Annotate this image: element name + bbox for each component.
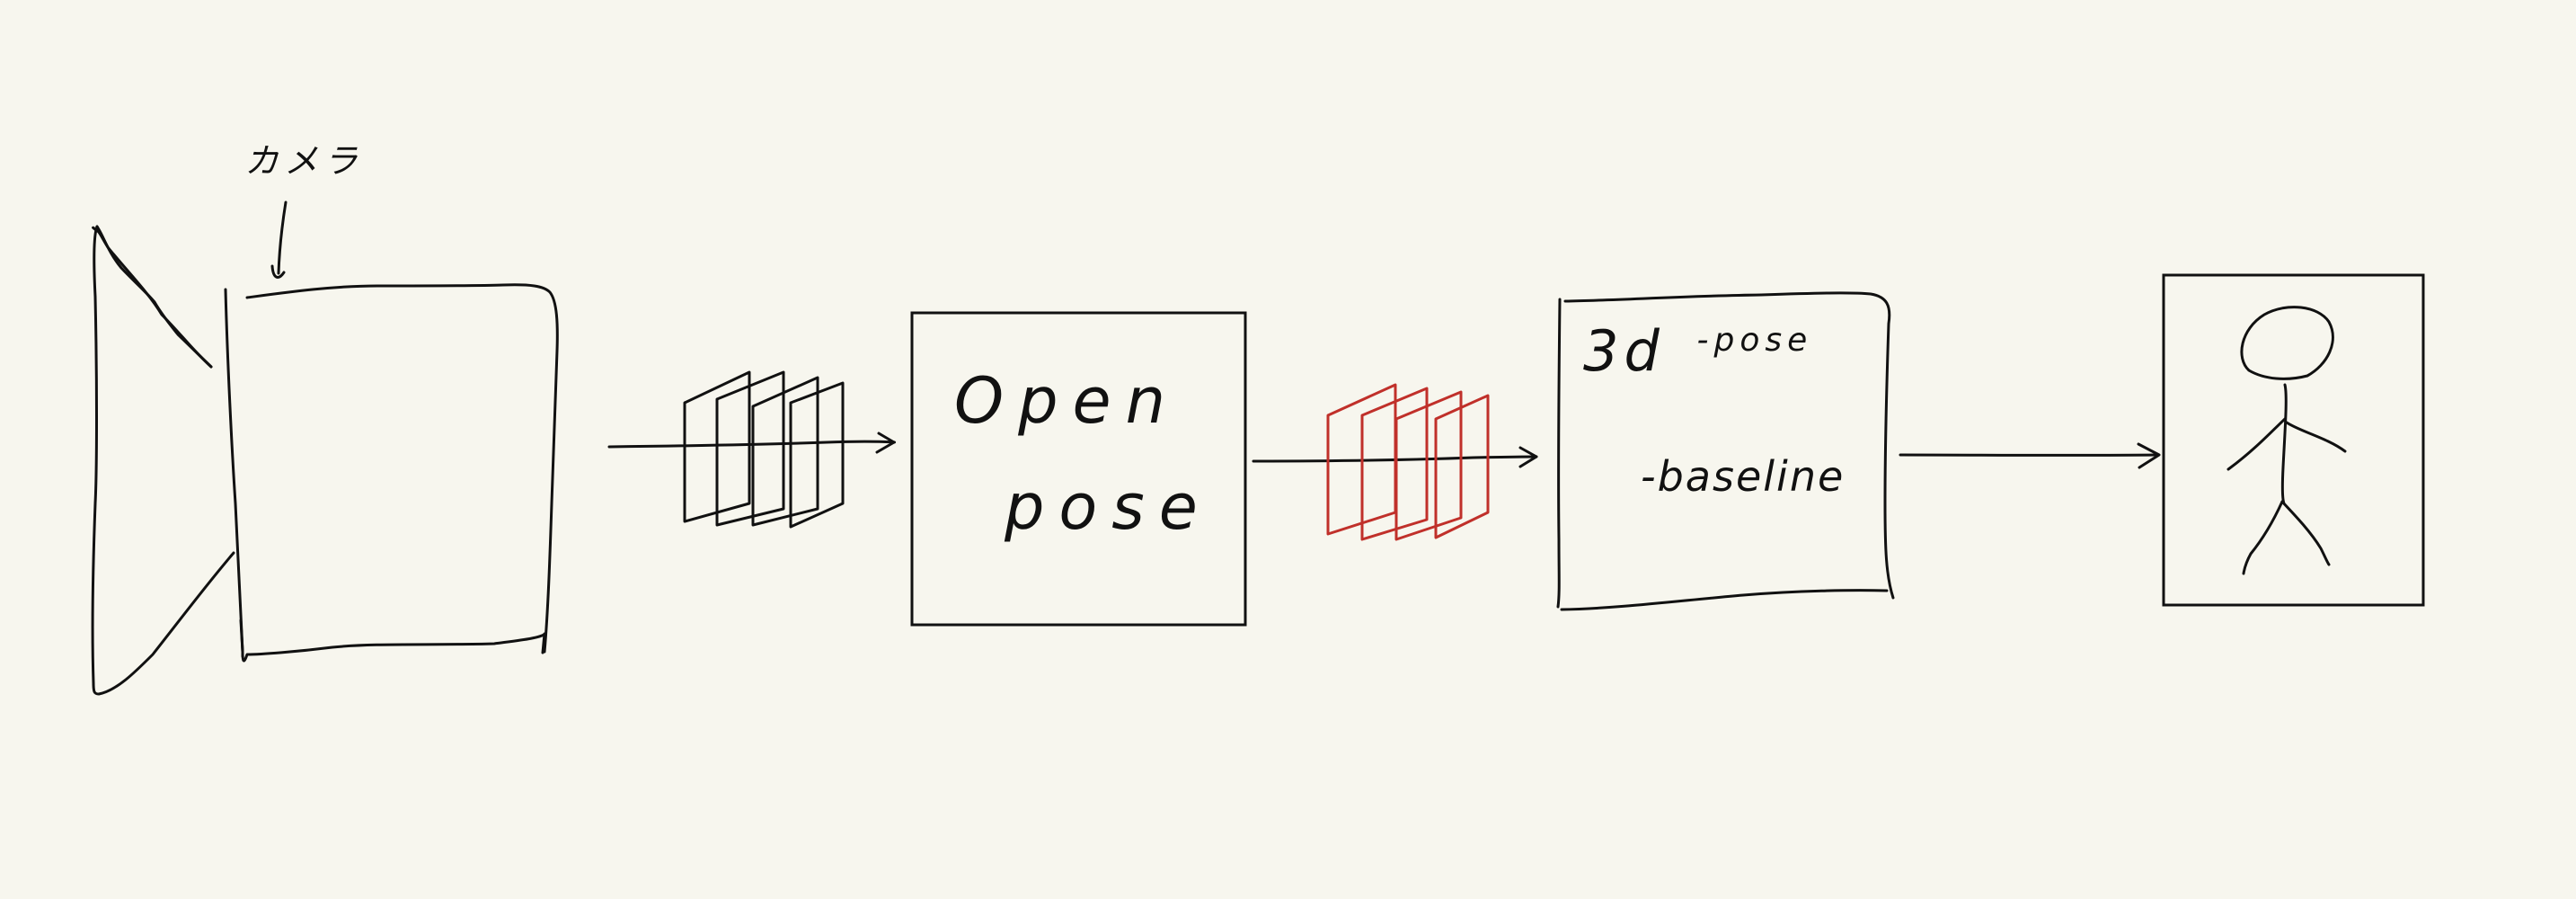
arrow-camera-to-openpose (607, 432, 896, 454)
baseline-label-pose: -pose (1697, 322, 1813, 359)
stick-figure-leg-right (2280, 500, 2331, 566)
openpose-frame (910, 311, 1247, 627)
camera-body-top (245, 283, 559, 654)
camera-lens-outline (95, 225, 213, 369)
camera-body (224, 288, 547, 663)
output-frame (2162, 273, 2425, 607)
camera-body-left-edge (239, 619, 244, 658)
image-frames-icon (683, 370, 845, 529)
camera-icon (91, 225, 559, 696)
stick-figure-torso (2280, 383, 2288, 505)
openpose-label-line1: Open (954, 364, 1180, 438)
openpose-label-line2: pose (1004, 470, 1212, 544)
openpose-box: Open pose (910, 311, 1247, 627)
baseline-box: 3d -pose -baseline (1556, 291, 1895, 611)
camera-label: カメラ (244, 141, 363, 181)
image-frame-1 (683, 370, 751, 523)
arrow-baseline-to-output (1899, 442, 2161, 469)
output-box (2162, 273, 2425, 607)
pose-frames-icon (1326, 383, 1490, 541)
camera-lens (92, 226, 213, 369)
baseline-label-3d: 3d (1583, 318, 1665, 384)
pose-frame-2 (1360, 387, 1429, 541)
pose-frame-3 (1394, 390, 1463, 541)
image-frame-3 (751, 376, 819, 527)
stick-figure-head (2240, 306, 2334, 380)
baseline-label-line1: 3d -pose (1583, 318, 1812, 384)
stick-figure-arm-left (2226, 417, 2287, 471)
camera-label-pointer (270, 200, 288, 279)
stick-figure-leg-left (2242, 500, 2284, 575)
arrow-openpose-to-baseline (1252, 446, 1538, 468)
pose-frame-4 (1434, 394, 1490, 539)
baseline-label-line2: -baseline (1641, 452, 1845, 501)
stick-figure-arm-right (2285, 421, 2347, 453)
image-frame-4 (789, 381, 845, 529)
baseline-frame (1556, 291, 1895, 611)
camera-lens-back (91, 225, 235, 696)
camera-body-right (541, 632, 546, 654)
stick-figure-icon (2226, 306, 2347, 575)
image-frame-2 (715, 370, 785, 527)
